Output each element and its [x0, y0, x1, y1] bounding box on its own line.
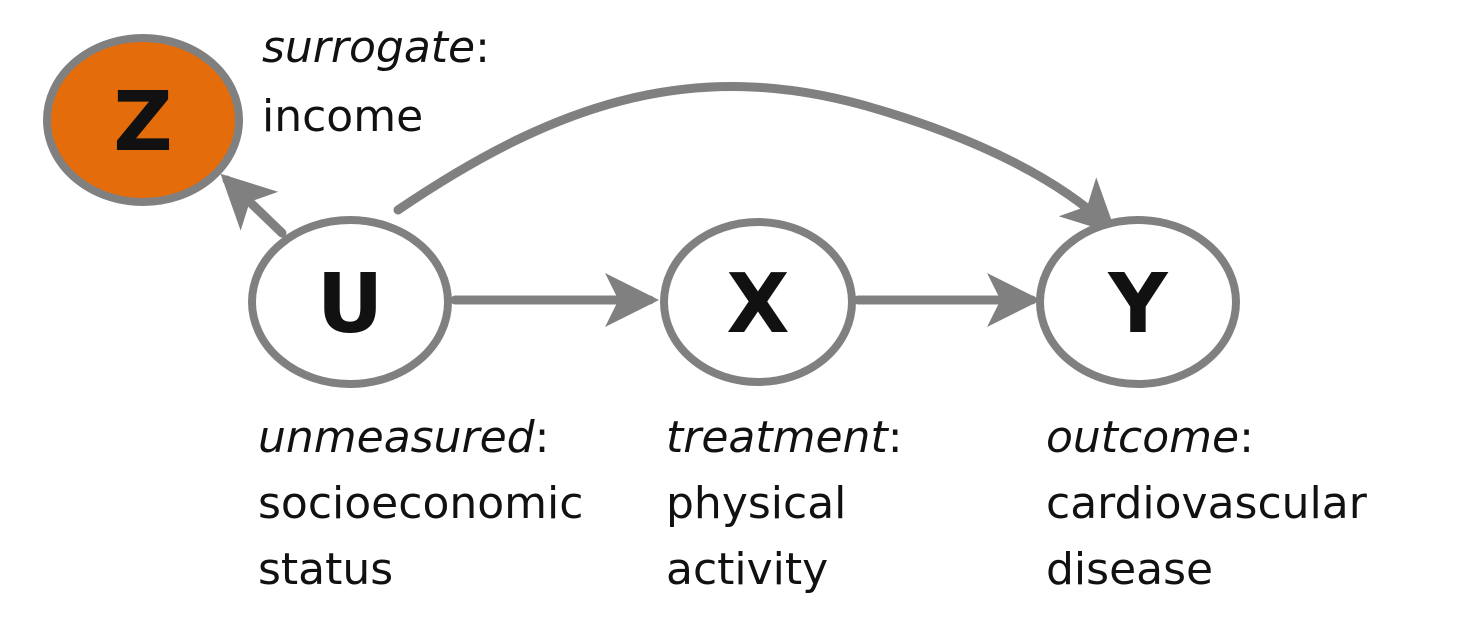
label-x-desc-2: activity [666, 544, 828, 595]
node-x-circle [660, 218, 856, 386]
label-x-role: treatment [666, 412, 889, 463]
label-u-desc-2: status [258, 544, 393, 595]
label-u-desc-1: socioeconomic [258, 478, 583, 529]
node-u: U [248, 216, 452, 388]
label-z-desc-1: income [262, 91, 423, 142]
edge-u-to-y [393, 82, 1117, 235]
node-x: X [660, 218, 856, 386]
label-x-desc-1: physical [666, 478, 846, 529]
label-u-colon: : [535, 412, 550, 463]
label-u: unmeasured: socioeconomic status [258, 412, 583, 595]
node-y-letter: Y [1107, 257, 1169, 352]
label-u-role: unmeasured [258, 412, 536, 463]
label-y-desc-2: disease [1046, 544, 1213, 595]
edge-u-to-z [220, 173, 287, 238]
label-y-role: outcome [1046, 412, 1239, 463]
node-y-circle [1036, 216, 1240, 388]
node-u-letter: U [317, 257, 384, 352]
label-z: surrogate: income [262, 22, 490, 142]
node-z-circle [43, 34, 243, 206]
label-y-colon: : [1239, 412, 1254, 463]
label-y-desc-1: cardiovascular [1046, 478, 1368, 529]
svg-text:unmeasured:: unmeasured: [258, 412, 549, 463]
edges [220, 82, 1117, 327]
svg-text:surrogate:: surrogate: [262, 22, 490, 73]
label-x: treatment: physical activity [666, 412, 903, 595]
svg-text:treatment:: treatment: [666, 412, 903, 463]
label-y: outcome: cardiovascular disease [1046, 412, 1368, 595]
svg-text:outcome:: outcome: [1046, 412, 1254, 463]
label-z-role: surrogate [262, 22, 475, 73]
node-z-letter: Z [113, 75, 172, 170]
node-y: Y [1036, 216, 1240, 388]
label-x-colon: : [888, 412, 903, 463]
node-z: Z [43, 34, 243, 206]
node-x-letter: X [726, 257, 789, 352]
label-z-colon: : [475, 22, 490, 73]
node-u-circle [248, 216, 452, 388]
